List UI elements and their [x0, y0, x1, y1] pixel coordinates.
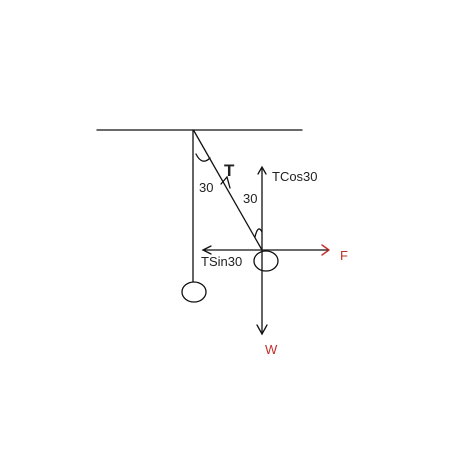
angle-label-right: 30	[243, 191, 257, 206]
angle-label-left: 30	[199, 180, 213, 195]
bob-angle-arc	[254, 228, 263, 238]
bob-at-rest	[181, 281, 207, 303]
tcos-arrow-head	[257, 165, 267, 175]
tension-arrow-head	[220, 175, 231, 189]
pivot-angle-arc	[195, 153, 211, 162]
tension-label: T	[224, 161, 235, 180]
force-f-label: F	[340, 248, 348, 263]
tsin-label: TSin30	[201, 254, 242, 269]
weight-arrow-head	[256, 324, 268, 336]
tcos-label: TCos30	[272, 169, 318, 184]
weight-label: W	[265, 342, 278, 357]
f-arrow-head	[321, 244, 330, 256]
tsin-arrow-head	[201, 245, 212, 255]
bob-displaced	[253, 250, 279, 272]
tension-string	[193, 130, 263, 251]
